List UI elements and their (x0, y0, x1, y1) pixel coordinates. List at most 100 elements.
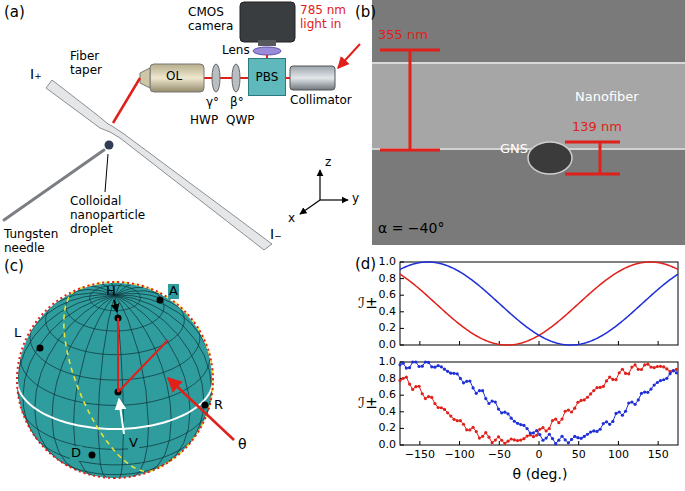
state-label: V (128, 436, 139, 451)
data-point (481, 435, 484, 438)
data-point (411, 360, 414, 363)
data-point (481, 389, 484, 392)
fiber-edge (372, 148, 685, 150)
data-point (599, 428, 602, 431)
data-point (557, 439, 560, 442)
component-label: Collimator (290, 94, 352, 108)
tick-mark (658, 341, 659, 345)
data-point (586, 396, 589, 399)
leader-line (105, 154, 108, 192)
data-point (440, 365, 443, 368)
data-point (437, 364, 440, 367)
data-point (519, 438, 522, 441)
tick-mark (400, 411, 404, 412)
data-point (417, 365, 420, 368)
data-point (567, 441, 570, 444)
data-point (640, 392, 643, 395)
data-point (430, 365, 433, 368)
component-label: HWP (190, 114, 218, 128)
state-point (157, 297, 164, 304)
data-point (665, 377, 668, 380)
tick-label: 100 (608, 449, 629, 462)
data-point (427, 395, 430, 398)
data-point (583, 435, 586, 438)
camera-mount (258, 40, 276, 46)
data-point (459, 377, 462, 380)
axis-label: z (325, 156, 331, 170)
data-point (621, 368, 624, 371)
tick-label: 1.0 (379, 256, 397, 269)
data-point (468, 428, 471, 431)
data-point (532, 431, 535, 434)
data-point (459, 419, 462, 422)
data-point (402, 362, 405, 365)
data-point (551, 419, 554, 422)
data-point (421, 392, 424, 395)
data-point (579, 399, 582, 402)
axis-title: θ (deg.) (513, 466, 568, 482)
tick-mark (618, 441, 619, 445)
data-point (659, 379, 662, 382)
data-point (405, 376, 408, 379)
data-point (605, 379, 608, 382)
data-point (668, 372, 671, 375)
tick-label: −100 (444, 449, 474, 462)
tick-label: 0.6 (379, 389, 397, 402)
data-point (408, 366, 411, 369)
data-point (471, 386, 474, 389)
state-label: L (14, 326, 21, 341)
art-shape (565, 141, 620, 144)
data-point (548, 433, 551, 436)
data-point (500, 411, 503, 414)
data-point (627, 401, 630, 404)
data-point (398, 363, 401, 366)
pointer-arrow (119, 399, 124, 434)
component-label: Lens (222, 44, 250, 58)
data-point (656, 365, 659, 368)
tick-mark (400, 295, 404, 296)
component-label: Colloidal nanoparticle droplet (70, 195, 180, 236)
data-point (595, 386, 598, 389)
theory-curve (400, 262, 678, 345)
art-shape (599, 142, 602, 174)
data-point (560, 417, 563, 420)
data-point (452, 372, 455, 375)
data-point (475, 392, 478, 395)
tick-mark (459, 341, 460, 345)
input-arrow (338, 44, 360, 68)
data-point (465, 380, 468, 383)
state-point (89, 452, 96, 459)
data-point (634, 403, 637, 406)
angle-label: γ° (206, 96, 219, 110)
sem-image (372, 0, 685, 245)
data-point (656, 381, 659, 384)
data-point (662, 378, 665, 381)
data-point (637, 398, 640, 401)
equator (17, 282, 213, 429)
fiber-edge (372, 62, 685, 64)
data-point (535, 434, 538, 437)
data-point (653, 366, 656, 369)
data-point (541, 439, 544, 442)
data-point (545, 429, 548, 432)
data-point (411, 388, 414, 391)
axis-label: y (352, 192, 359, 206)
data-point (630, 365, 633, 368)
tick-mark (400, 445, 404, 446)
data-point (452, 418, 455, 421)
port-label: I₋ (270, 226, 282, 242)
data-point (653, 384, 656, 387)
data-point (564, 438, 567, 441)
droplet (105, 141, 114, 150)
data-point (643, 391, 646, 394)
data-point (487, 402, 490, 405)
tick-label: 0.8 (379, 272, 397, 285)
tick-label: 0.2 (379, 422, 397, 435)
tick-mark (499, 441, 500, 445)
tick-mark (578, 441, 579, 445)
data-curve (400, 364, 676, 443)
data-point (548, 427, 551, 430)
data-point (570, 410, 573, 413)
data-point (456, 419, 459, 422)
data-point (614, 412, 617, 415)
